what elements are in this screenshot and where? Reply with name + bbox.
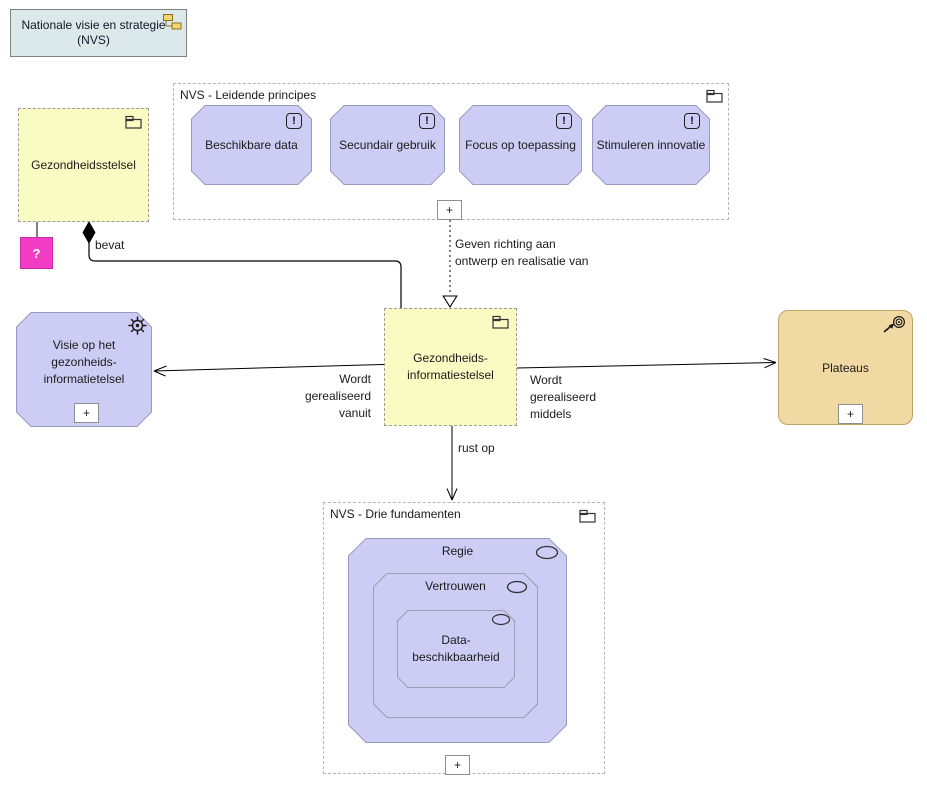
container-drie-fundamenten-title: NVS - Drie fundamenten	[330, 507, 461, 521]
value-ellipse-icon	[506, 580, 528, 594]
visie-label-line2: gezonheids-	[51, 355, 117, 369]
principle-label: Focus op toepassing	[465, 137, 576, 152]
principle-shape	[191, 105, 312, 185]
principle-beschikbare-data[interactable]: Beschikbare data !	[191, 105, 312, 185]
gezondheidsinformatiestelsel-label-line2: informatiestelsel	[407, 368, 494, 382]
visie-label-line1: Visie op het	[52, 338, 116, 352]
driver-shape	[16, 312, 152, 427]
folder-icon	[579, 509, 596, 523]
folder-icon	[125, 115, 142, 129]
value-ellipse-icon	[535, 545, 559, 560]
expand-button-plateaus[interactable]: +	[838, 404, 863, 424]
arrow-vanuit-head	[153, 365, 167, 377]
grouping-gezondheidsstelsel-label: Gezondheidsstelsel	[31, 158, 136, 172]
principle-label: Stimuleren innovatie	[596, 137, 706, 152]
grouping-gezondheidsinformatiestelsel[interactable]: Gezondheids- informatiestelsel	[384, 308, 517, 426]
principle-label: Beschikbare data	[205, 137, 298, 152]
view-icon	[163, 14, 182, 30]
arrow-middels-head	[763, 358, 777, 369]
value-ellipse-icon	[491, 613, 511, 626]
realization-triangle	[442, 295, 458, 309]
container-leidende-principes-title: NVS - Leidende principes	[180, 88, 317, 102]
principle-stimuleren-innovatie[interactable]: Stimuleren innovatie !	[592, 105, 710, 185]
value-data-label-line2: beschikbaarheid	[412, 650, 500, 664]
relation-label-geven-richting: Geven richting aan ontwerp en realisatie…	[455, 237, 589, 268]
gezondheidsinformatiestelsel-label-line1: Gezondheids-	[413, 351, 488, 365]
value-vertrouwen-label: Vertrouwen	[425, 579, 486, 593]
unknown-element-label: ?	[32, 245, 41, 261]
arrow-rustop-head	[446, 488, 458, 501]
value-regie-label: Regie	[441, 544, 474, 558]
relation-label-rust-op: rust op	[458, 441, 495, 455]
principle-shape	[459, 105, 582, 185]
driver-visie[interactable]: Visie op het gezonheids- informatietelse…	[16, 312, 152, 427]
principle-secundair-gebruik[interactable]: Secundair gebruik !	[330, 105, 445, 185]
composition-line-bevat	[88, 243, 402, 308]
grouping-gezondheidsstelsel[interactable]: Gezondheidsstelsel	[18, 108, 149, 222]
principle-shape	[592, 105, 710, 185]
principle-icon: !	[684, 113, 700, 129]
view-reference-nvs[interactable]: Nationale visie en strategie (NVS)	[10, 9, 187, 57]
expand-button-drie-fundamenten[interactable]: +	[445, 755, 470, 775]
expand-button-visie[interactable]: +	[74, 403, 99, 423]
relation-label-wordt-vanuit: Wordt gerealiseerd vanuit	[304, 372, 371, 420]
principle-focus-op-toepassing[interactable]: Focus op toepassing !	[459, 105, 582, 185]
view-reference-label: Nationale visie en strategie (NVS)	[21, 18, 166, 47]
principle-icon: !	[419, 113, 435, 129]
visie-label-line3: informatietelsel	[43, 372, 125, 386]
unknown-element[interactable]: ?	[20, 237, 53, 269]
plateaus-label: Plateaus	[822, 360, 869, 375]
relation-label-wordt-middels: Wordt gerealiseerd middels	[530, 373, 597, 421]
value-data-label-line1: Data-	[441, 633, 471, 647]
principle-shape	[330, 105, 445, 185]
folder-icon	[706, 89, 723, 103]
composition-diamond	[82, 221, 96, 244]
principle-label: Secundair gebruik	[339, 137, 436, 152]
target-arrow-icon	[883, 315, 906, 333]
principle-icon: !	[556, 113, 572, 129]
value-data-beschikbaarheid[interactable]: Data- beschikbaarheid	[397, 610, 515, 688]
relation-label-bevat: bevat	[95, 238, 125, 252]
expand-button-leidende-principes[interactable]: +	[437, 200, 462, 220]
folder-icon	[492, 315, 509, 329]
principle-icon: !	[286, 113, 302, 129]
arrow-middels-line	[516, 362, 777, 369]
plateaus-element[interactable]: Plateaus +	[778, 310, 913, 425]
value-shape	[397, 610, 515, 688]
driver-helm-icon	[128, 316, 147, 335]
